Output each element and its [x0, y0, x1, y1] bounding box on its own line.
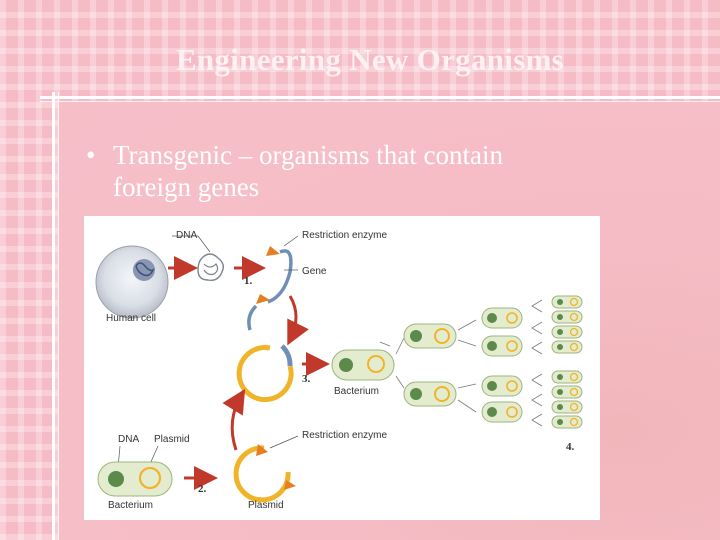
title-band: Engineering New Organisms — [0, 0, 720, 92]
bacteria-generation-2 — [457, 307, 523, 423]
dna-blob — [197, 253, 225, 282]
diagram-svg: Human cell DNA Restriction enzyme 1. Gen… — [95, 230, 583, 511]
frame-line-left — [52, 92, 55, 540]
plasmid-top-label: Plasmid — [154, 434, 190, 445]
dna-bottom-label: DNA — [118, 434, 139, 445]
step-4-label: 4. — [566, 441, 575, 453]
frame-line-top-2 — [40, 101, 720, 102]
gene-strand — [267, 249, 293, 304]
frame-line-top — [40, 96, 720, 99]
bullet-symbol: • — [86, 140, 96, 170]
bacteria-generation-3 — [531, 295, 583, 429]
bacteria-generation-1 — [395, 323, 457, 407]
transgenic-diagram: Human cell DNA Restriction enzyme 1. Gen… — [84, 216, 600, 520]
step-3-label: 3. — [302, 373, 311, 385]
enzyme-cut-gene — [256, 294, 270, 304]
human-cell — [95, 245, 169, 319]
bacterium-bottom-label: Bacterium — [108, 500, 153, 511]
human-cell-label: Human cell — [106, 313, 156, 324]
restriction-enzyme-bottom-label: Restriction enzyme — [302, 430, 387, 441]
arrow-plasmid-to-recombinant — [222, 388, 246, 451]
cut-plasmid — [233, 444, 296, 503]
plasmid-bottom-label: Plasmid — [248, 500, 284, 511]
recombinant-plasmid — [236, 344, 294, 402]
arrow-gene-to-recombinant — [287, 295, 309, 346]
bacterium-middle-label: Bacterium — [334, 386, 379, 397]
gene-label: Gene — [302, 266, 327, 277]
bacterium-bottom — [97, 461, 173, 497]
restriction-enzyme-top-label: Restriction enzyme — [302, 230, 387, 241]
step-2-label: 2. — [198, 483, 207, 495]
dna-top-label: DNA — [176, 230, 197, 241]
frame-line-left-2 — [58, 92, 59, 540]
slide-title: Engineering New Organisms — [175, 42, 565, 77]
bacterium-middle — [331, 349, 395, 381]
enzyme-cut-top — [266, 246, 280, 256]
bullet-text: Transgenic – organisms that contain fore… — [113, 140, 503, 202]
step-1-label: 1. — [244, 275, 253, 287]
